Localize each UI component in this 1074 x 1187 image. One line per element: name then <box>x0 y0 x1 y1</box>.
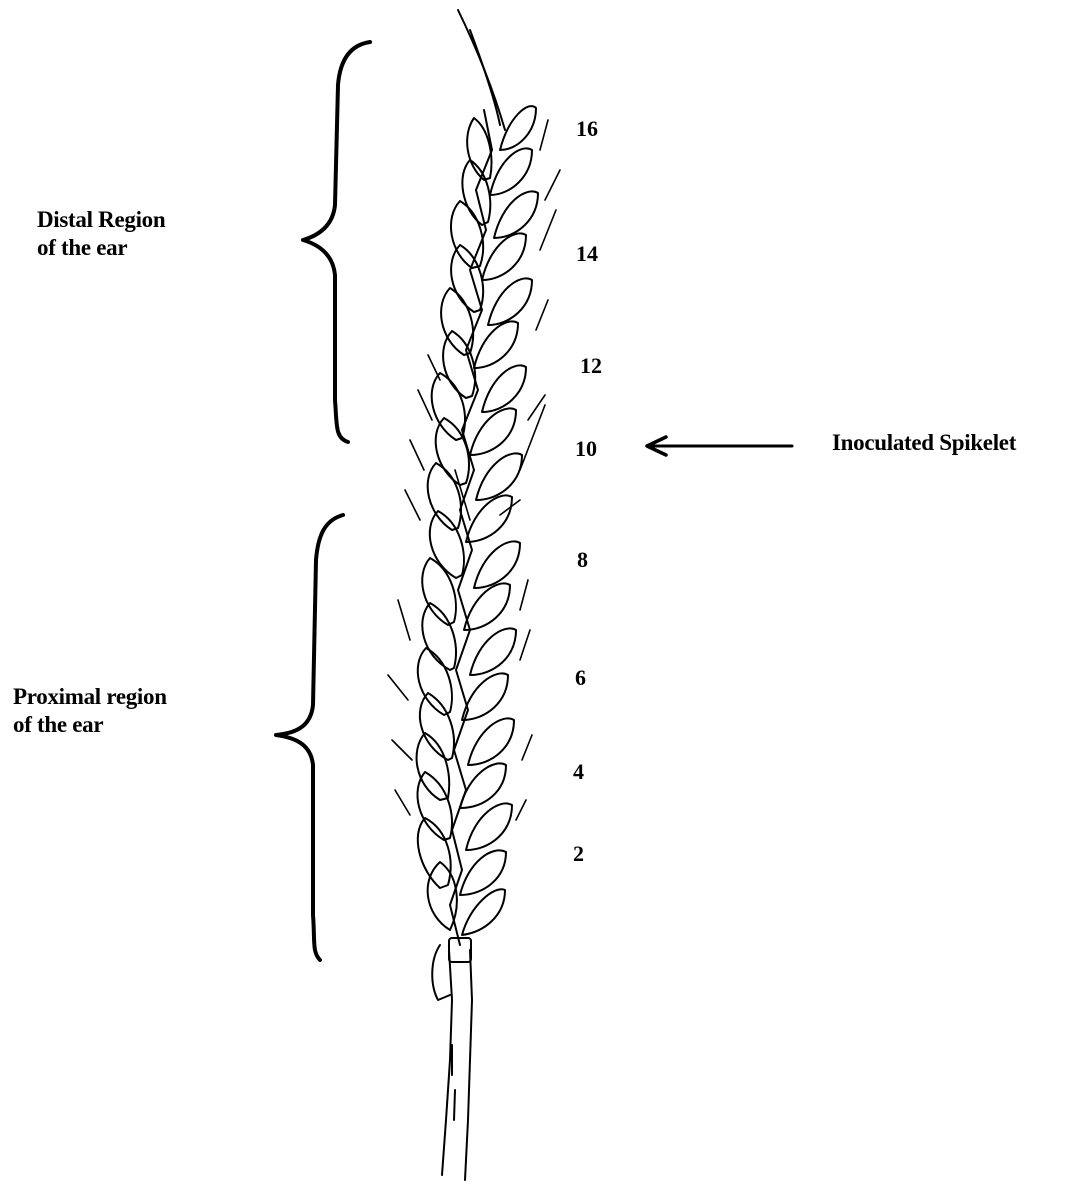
spikelet-number-16: 16 <box>576 117 598 141</box>
proximal-region-label-line1: Proximal region <box>13 683 167 711</box>
spikelet-number-4: 4 <box>573 760 584 784</box>
spikelet-number-14: 14 <box>576 242 598 266</box>
spikelet-number-12: 12 <box>580 354 602 378</box>
distal-region-label: Distal Region of the ear <box>37 206 165 262</box>
proximal-region-label: Proximal region of the ear <box>13 683 167 739</box>
spikelet-number-10: 10 <box>575 437 597 461</box>
spikelet-number-6: 6 <box>575 666 586 690</box>
distal-brace <box>303 42 370 442</box>
inoculated-arrow <box>647 437 792 455</box>
distal-region-label-line1: Distal Region <box>37 206 165 234</box>
spikelets-right <box>460 106 538 935</box>
proximal-brace <box>276 515 343 960</box>
spikelets-left <box>417 118 492 930</box>
inoculated-spikelet-label: Inoculated Spikelet <box>832 429 1016 457</box>
spikelet-number-8: 8 <box>577 548 588 572</box>
spikelet-number-2: 2 <box>573 842 584 866</box>
proximal-region-label-line2: of the ear <box>13 711 167 739</box>
stem <box>432 938 472 1180</box>
distal-region-label-line2: of the ear <box>37 234 165 262</box>
